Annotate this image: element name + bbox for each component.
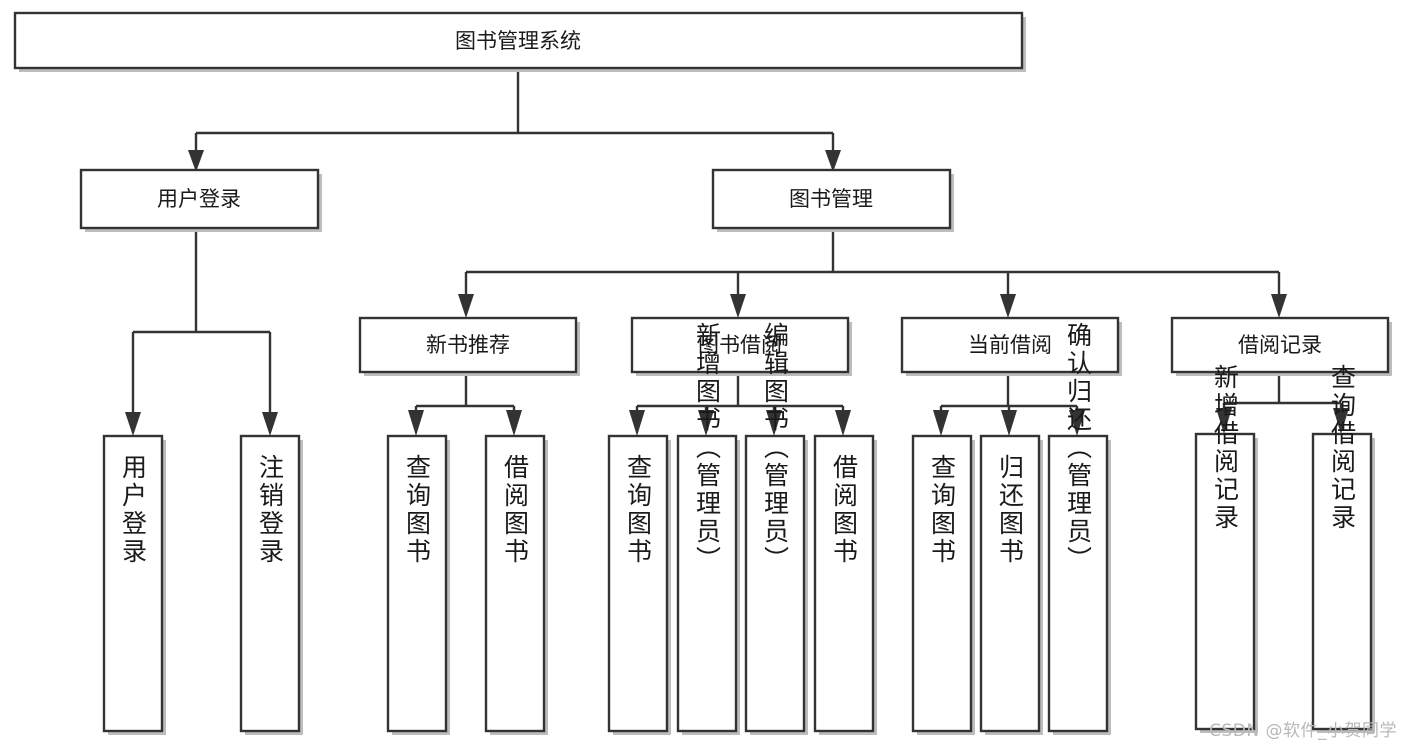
leaf-box[interactable]	[1311, 432, 1373, 731]
leaf-box[interactable]	[607, 434, 669, 733]
leaf-box[interactable]	[911, 434, 973, 733]
arrow-bb-leaf-2	[698, 410, 714, 436]
arrow-to-user-login	[188, 150, 204, 172]
node-new-book-recommend[interactable]: 新书推荐	[358, 316, 580, 376]
leaf-label: 查询图书	[928, 454, 957, 566]
leaf-box[interactable]	[676, 434, 738, 733]
arrow-user-login-leaf-2	[262, 412, 278, 436]
leaf-new-book-recommend-1[interactable]: 借阅图书	[484, 434, 548, 735]
leaf-book-borrow-1[interactable]: 新增图书（管理员）	[676, 322, 740, 735]
node-root[interactable]: 图书管理系统	[13, 11, 1026, 72]
leaf-box[interactable]	[484, 434, 546, 733]
leaf-label: 新增借阅记录	[1211, 364, 1240, 532]
leaf-book-borrow-3[interactable]: 借阅图书	[813, 434, 877, 735]
arrow-user-login-leaf-1	[125, 412, 141, 436]
leaf-label: 借阅图书	[830, 454, 859, 566]
arrow-bb-leaf-3	[766, 410, 782, 436]
node-current-borrow[interactable]: 当前借阅	[900, 316, 1122, 376]
leaf-label: 注销登录	[256, 454, 285, 566]
leaf-label: 归还图书	[996, 454, 1025, 566]
arrow-cb-leaf-3	[1069, 410, 1085, 436]
borrow-record-box[interactable]	[1170, 316, 1390, 374]
leaf-borrow-record-0[interactable]: 新增借阅记录	[1194, 364, 1258, 733]
node-book-borrow[interactable]: 图书借阅	[630, 316, 852, 376]
root-label: 图书管理系统	[455, 29, 581, 53]
leaf-label: 新增图书（管理员）	[693, 322, 722, 574]
leaf-label: 编辑图书（管理员）	[761, 322, 790, 574]
leaf-label: 查询图书	[624, 454, 653, 566]
arrow-br-leaf-1	[1216, 408, 1232, 434]
borrow-record-label: 借阅记录	[1238, 333, 1322, 357]
leaf-box[interactable]	[979, 434, 1041, 733]
leaf-current-borrow-0[interactable]: 查询图书	[911, 434, 975, 735]
arrow-to-current-borrow	[1000, 294, 1016, 318]
root-box[interactable]	[13, 11, 1024, 70]
book-borrow-label: 图书借阅	[698, 333, 782, 357]
node-book-manage[interactable]: 图书管理	[711, 168, 954, 232]
leaf-new-book-recommend-0[interactable]: 查询图书	[386, 434, 450, 735]
leaf-box[interactable]	[813, 434, 875, 733]
user-login-label: 用户登录	[157, 187, 241, 211]
arrow-br-leaf-2	[1333, 408, 1349, 434]
node-borrow-record[interactable]: 借阅记录	[1170, 316, 1392, 376]
book-manage-label: 图书管理	[789, 187, 873, 211]
leaf-label: 确认归还（管理员）	[1064, 322, 1093, 574]
leaf-user-login-1[interactable]: 注销登录	[239, 434, 303, 735]
arrow-cb-leaf-1	[933, 410, 949, 436]
leaf-box[interactable]	[239, 434, 301, 733]
csdn-watermark: CSDN @软件_小贺同学	[1209, 721, 1397, 741]
user-login-box[interactable]	[79, 168, 320, 230]
arrow-nbr-leaf-2	[506, 410, 522, 436]
leaf-user-login-0[interactable]: 用户登录	[102, 434, 166, 735]
leaf-current-borrow-2[interactable]: 确认归还（管理员）	[1047, 322, 1111, 735]
leaf-label: 查询借阅记录	[1328, 364, 1357, 532]
leaf-box[interactable]	[744, 434, 806, 733]
current-borrow-label: 当前借阅	[968, 333, 1052, 357]
current-borrow-box[interactable]	[900, 316, 1120, 374]
leaf-label: 借阅图书	[501, 454, 530, 566]
arrow-to-book-manage	[825, 150, 841, 172]
leaf-borrow-record-1[interactable]: 查询借阅记录	[1311, 364, 1375, 733]
arrow-to-book-borrow	[730, 294, 746, 318]
leaf-book-borrow-2[interactable]: 编辑图书（管理员）	[744, 322, 808, 735]
leaf-label: 用户登录	[119, 454, 148, 566]
arrow-to-new-book-recommend	[458, 294, 474, 318]
connector-layer	[125, 68, 1349, 436]
leaf-box[interactable]	[386, 434, 448, 733]
leaf-box[interactable]	[1194, 432, 1256, 731]
leaf-current-borrow-1[interactable]: 归还图书	[979, 434, 1043, 735]
new-book-recommend-box[interactable]	[358, 316, 578, 374]
book-manage-box[interactable]	[711, 168, 952, 230]
leaf-box[interactable]	[1047, 434, 1109, 733]
arrow-bb-leaf-4	[835, 410, 851, 436]
arrow-cb-leaf-2	[1001, 410, 1017, 436]
leaf-book-borrow-0[interactable]: 查询图书	[607, 434, 671, 735]
leaf-box[interactable]	[102, 434, 164, 733]
arrow-to-borrow-record	[1271, 294, 1287, 318]
leaf-label: 查询图书	[403, 454, 432, 566]
arrow-nbr-leaf-1	[408, 410, 424, 436]
arrow-bb-leaf-1	[629, 410, 645, 436]
book-borrow-box[interactable]	[630, 316, 850, 374]
node-user-login[interactable]: 用户登录	[79, 168, 322, 232]
new-book-recommend-label: 新书推荐	[426, 333, 510, 357]
